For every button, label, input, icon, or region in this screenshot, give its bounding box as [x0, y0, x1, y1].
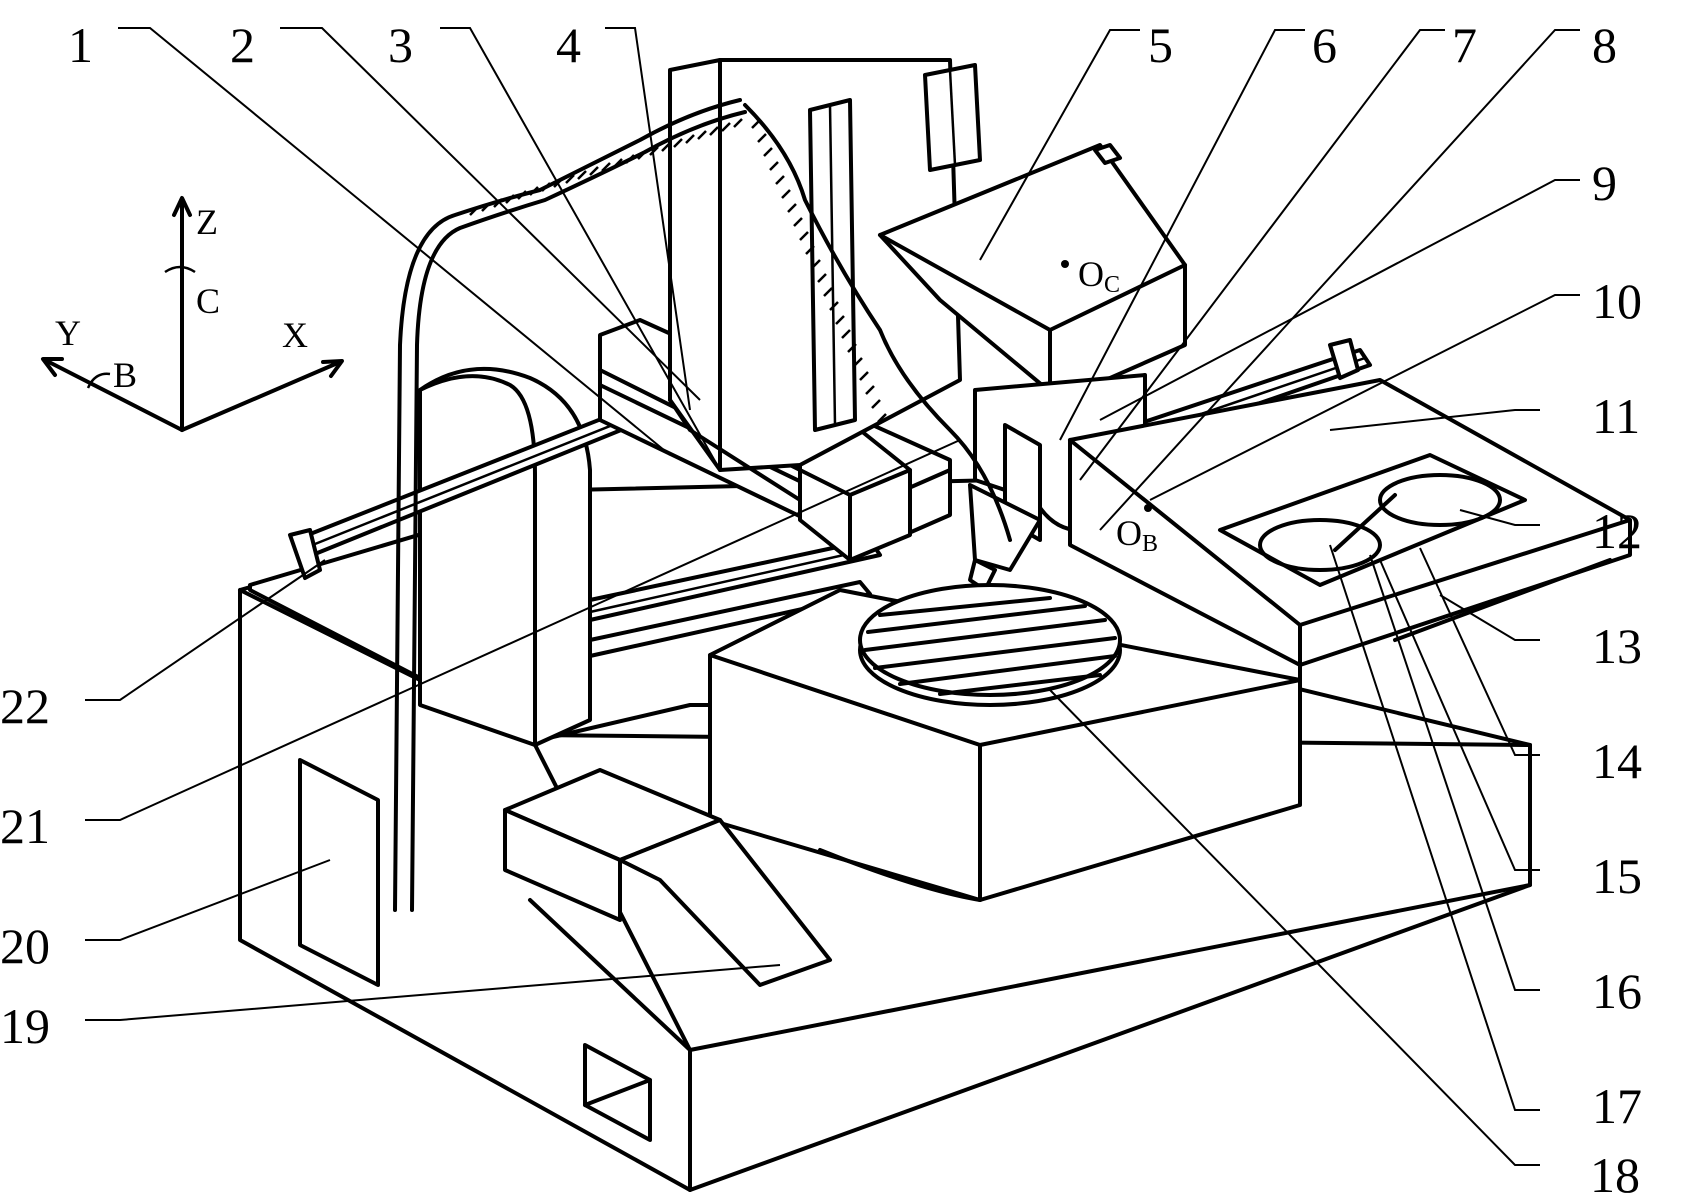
part-label-22: 22: [0, 678, 50, 734]
y-arrow-icon: [41, 357, 64, 377]
ob-dot: [1144, 504, 1152, 512]
axis-label-b: B: [113, 355, 137, 395]
base-access-hatch: [583, 1043, 652, 1142]
ob-label: OB: [1116, 513, 1158, 557]
axis-label-y: Y: [55, 313, 81, 353]
part-label-19: 19: [0, 998, 50, 1054]
part-label-17: 17: [1592, 1078, 1642, 1134]
oc-dot: [1061, 260, 1069, 268]
coordinate-axes: Z C Y B X: [41, 196, 344, 432]
part-label-21: 21: [0, 798, 50, 854]
part-label-13: 13: [1592, 618, 1642, 674]
part-labels: 1 2 3 4 5 6 7 8 9 10 11 12 13 14 15 16 1…: [0, 17, 1642, 1200]
axis-label-z: Z: [196, 202, 218, 242]
y-axis-line: [43, 358, 184, 432]
part-label-5: 5: [1148, 17, 1173, 73]
part-label-18: 18: [1590, 1147, 1640, 1195]
part-label-7: 7: [1452, 17, 1477, 73]
z-slide-rails: [808, 63, 982, 432]
axis-label-x: X: [282, 315, 308, 355]
part-label-3: 3: [388, 17, 413, 73]
control-cabinet: [298, 758, 380, 987]
point-ob: OB: [1116, 504, 1158, 557]
part-label-2: 2: [230, 17, 255, 73]
part-label-10: 10: [1592, 273, 1642, 329]
column-tower: [418, 366, 592, 747]
part-label-15: 15: [1592, 848, 1642, 904]
part-label-8: 8: [1592, 17, 1617, 73]
rotary-table: [858, 583, 1122, 707]
part-label-6: 6: [1312, 17, 1337, 73]
oc-label: OC: [1078, 254, 1120, 298]
cable-chain: [393, 98, 1012, 912]
c-rotation-icon: [164, 265, 196, 274]
leader-lines: [85, 27, 1580, 1166]
spindle-head: [878, 143, 1187, 422]
part-label-4: 4: [556, 17, 581, 73]
z-arrow-icon: [172, 196, 192, 217]
part-label-9: 9: [1592, 155, 1617, 211]
part-label-14: 14: [1592, 733, 1642, 789]
part-label-11: 11: [1592, 388, 1640, 444]
part-label-20: 20: [0, 918, 50, 974]
x-arrow-icon: [321, 359, 344, 378]
b-rotation-icon: [86, 372, 111, 389]
part-label-16: 16: [1592, 963, 1642, 1019]
chip-conveyor: [503, 768, 832, 987]
point-oc: OC: [1061, 254, 1120, 298]
part-label-12: 12: [1592, 503, 1642, 559]
tool-tray: [1218, 453, 1527, 587]
x-axis-line: [180, 360, 342, 432]
t-slots: [863, 596, 1117, 696]
worktable-block: [708, 588, 1302, 902]
axis-label-c: C: [196, 281, 220, 321]
part-label-1: 1: [68, 17, 93, 73]
